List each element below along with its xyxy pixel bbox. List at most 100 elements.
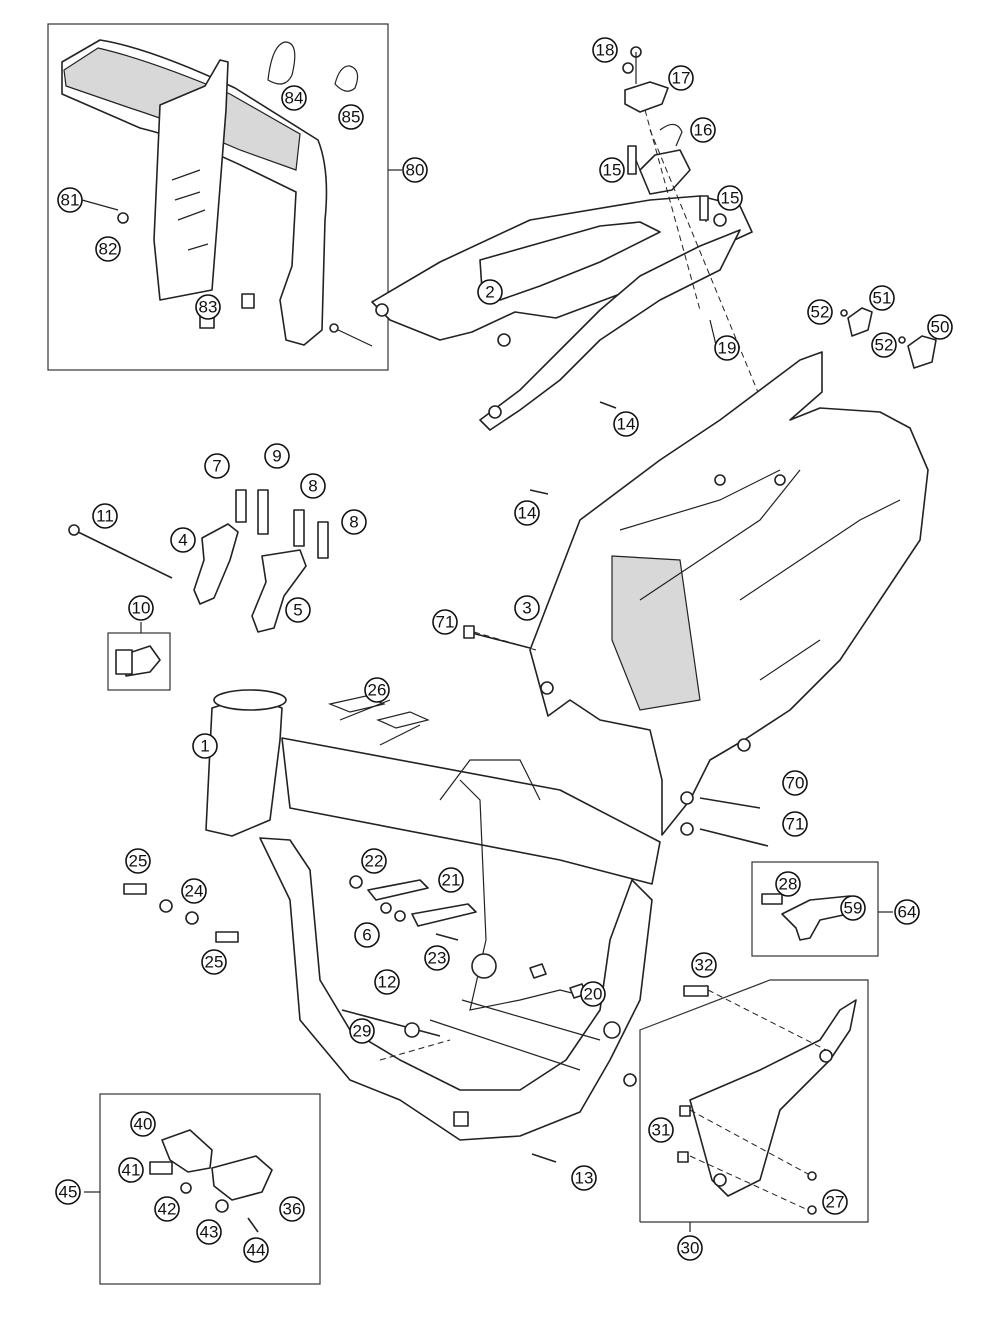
callout-label: 18: [596, 41, 615, 60]
callout-4: 4: [170, 527, 196, 553]
callout-label: 20: [584, 985, 603, 1004]
callout-label: 27: [826, 1193, 845, 1212]
callout-label: 25: [129, 852, 148, 871]
callout-label: 45: [59, 1183, 78, 1202]
callout-25: 25: [201, 949, 227, 975]
callout-label: 9: [272, 447, 281, 466]
callout-1: 1: [192, 733, 218, 759]
chain-guide-64: [761, 893, 851, 941]
callout-label: 52: [811, 303, 830, 322]
callout-label: 59: [844, 899, 863, 918]
caps-50-51: [840, 307, 937, 369]
callout-label: 14: [518, 504, 537, 523]
callout-85: 85: [338, 104, 364, 130]
callout-label: 44: [247, 1241, 266, 1260]
callout-71: 71: [432, 609, 458, 635]
group-bracket-lines: [84, 169, 893, 1232]
callout-label: 13: [575, 1169, 594, 1188]
callout-21: 21: [438, 867, 464, 893]
callout-label: 32: [695, 956, 714, 975]
callout-71: 71: [782, 811, 808, 837]
callout-5: 5: [285, 597, 311, 623]
callout-label: 4: [178, 531, 187, 550]
callout-32: 32: [691, 952, 717, 978]
callout-label: 30: [681, 1239, 700, 1258]
callout-50: 50: [927, 314, 953, 340]
callout-label: 14: [617, 415, 636, 434]
callout-label: 71: [786, 815, 805, 834]
callout-label: 17: [672, 69, 691, 88]
callout-label: 26: [368, 681, 387, 700]
callout-label: 83: [199, 298, 218, 317]
callout-label: 52: [875, 336, 894, 355]
callout-label: 36: [283, 1200, 302, 1219]
callout-17: 17: [668, 65, 694, 91]
callout-label: 85: [342, 108, 361, 127]
callout-51: 51: [869, 285, 895, 311]
hardware-20-29: [123, 875, 587, 1163]
callout-26: 26: [364, 677, 390, 703]
callout-7: 7: [204, 453, 230, 479]
callout-31: 31: [648, 1117, 674, 1143]
callout-12: 12: [374, 969, 400, 995]
callout-40: 40: [130, 1111, 156, 1137]
callout-label: 15: [603, 161, 622, 180]
callout-label: 7: [212, 457, 221, 476]
callout-label: 10: [132, 599, 151, 618]
callout-45: 45: [55, 1179, 81, 1205]
chain-guard-30: [677, 985, 857, 1215]
frame-protector-80: [61, 39, 373, 347]
callout-80: 80: [402, 157, 428, 183]
callout-24: 24: [181, 878, 207, 904]
callout-label: 43: [200, 1223, 219, 1242]
callout-81: 81: [57, 187, 83, 213]
callout-8: 8: [300, 473, 326, 499]
callout-label: 2: [485, 283, 494, 302]
callout-label: 24: [185, 882, 204, 901]
callout-19: 19: [714, 335, 740, 361]
callout-label: 3: [522, 599, 531, 618]
callout-label: 40: [134, 1115, 153, 1134]
callout-14: 14: [613, 411, 639, 437]
group-box-10: [107, 632, 171, 691]
callout-22: 22: [361, 848, 387, 874]
callout-30: 30: [677, 1235, 703, 1261]
callout-52: 52: [807, 299, 833, 325]
callout-label: 5: [293, 601, 302, 620]
group-box-30: [639, 979, 869, 1223]
callout-2: 2: [477, 279, 503, 305]
callout-label: 1: [200, 737, 209, 756]
callout-14: 14: [514, 500, 540, 526]
decal-26: [327, 695, 430, 729]
callout-13: 13: [571, 1165, 597, 1191]
callout-59: 59: [840, 895, 866, 921]
callout-84: 84: [281, 85, 307, 111]
callout-label: 84: [285, 89, 304, 108]
group-box-80: [47, 23, 389, 371]
callout-82: 82: [95, 236, 121, 262]
callout-15: 15: [599, 157, 625, 183]
footrests-45: [149, 1129, 273, 1233]
callout-label: 64: [898, 903, 917, 922]
callout-36: 36: [279, 1196, 305, 1222]
callout-label: 70: [786, 774, 805, 793]
bolts-small: [463, 401, 769, 847]
callout-label: 80: [406, 161, 425, 180]
callout-label: 71: [436, 613, 455, 632]
callout-23: 23: [424, 945, 450, 971]
callout-25: 25: [125, 848, 151, 874]
callout-64: 64: [894, 899, 920, 925]
callout-label: 6: [362, 926, 371, 945]
callout-8: 8: [341, 509, 367, 535]
callout-label: 29: [353, 1022, 372, 1041]
main-frame-1: [205, 689, 661, 1141]
callout-20: 20: [580, 981, 606, 1007]
group-box-45: [99, 1093, 321, 1285]
group-box-64: [751, 861, 879, 957]
callout-label: 31: [652, 1121, 671, 1140]
callout-70: 70: [782, 770, 808, 796]
callout-label: 15: [721, 189, 740, 208]
callout-11: 11: [92, 503, 118, 529]
callout-52: 52: [871, 332, 897, 358]
callout-44: 44: [243, 1237, 269, 1263]
